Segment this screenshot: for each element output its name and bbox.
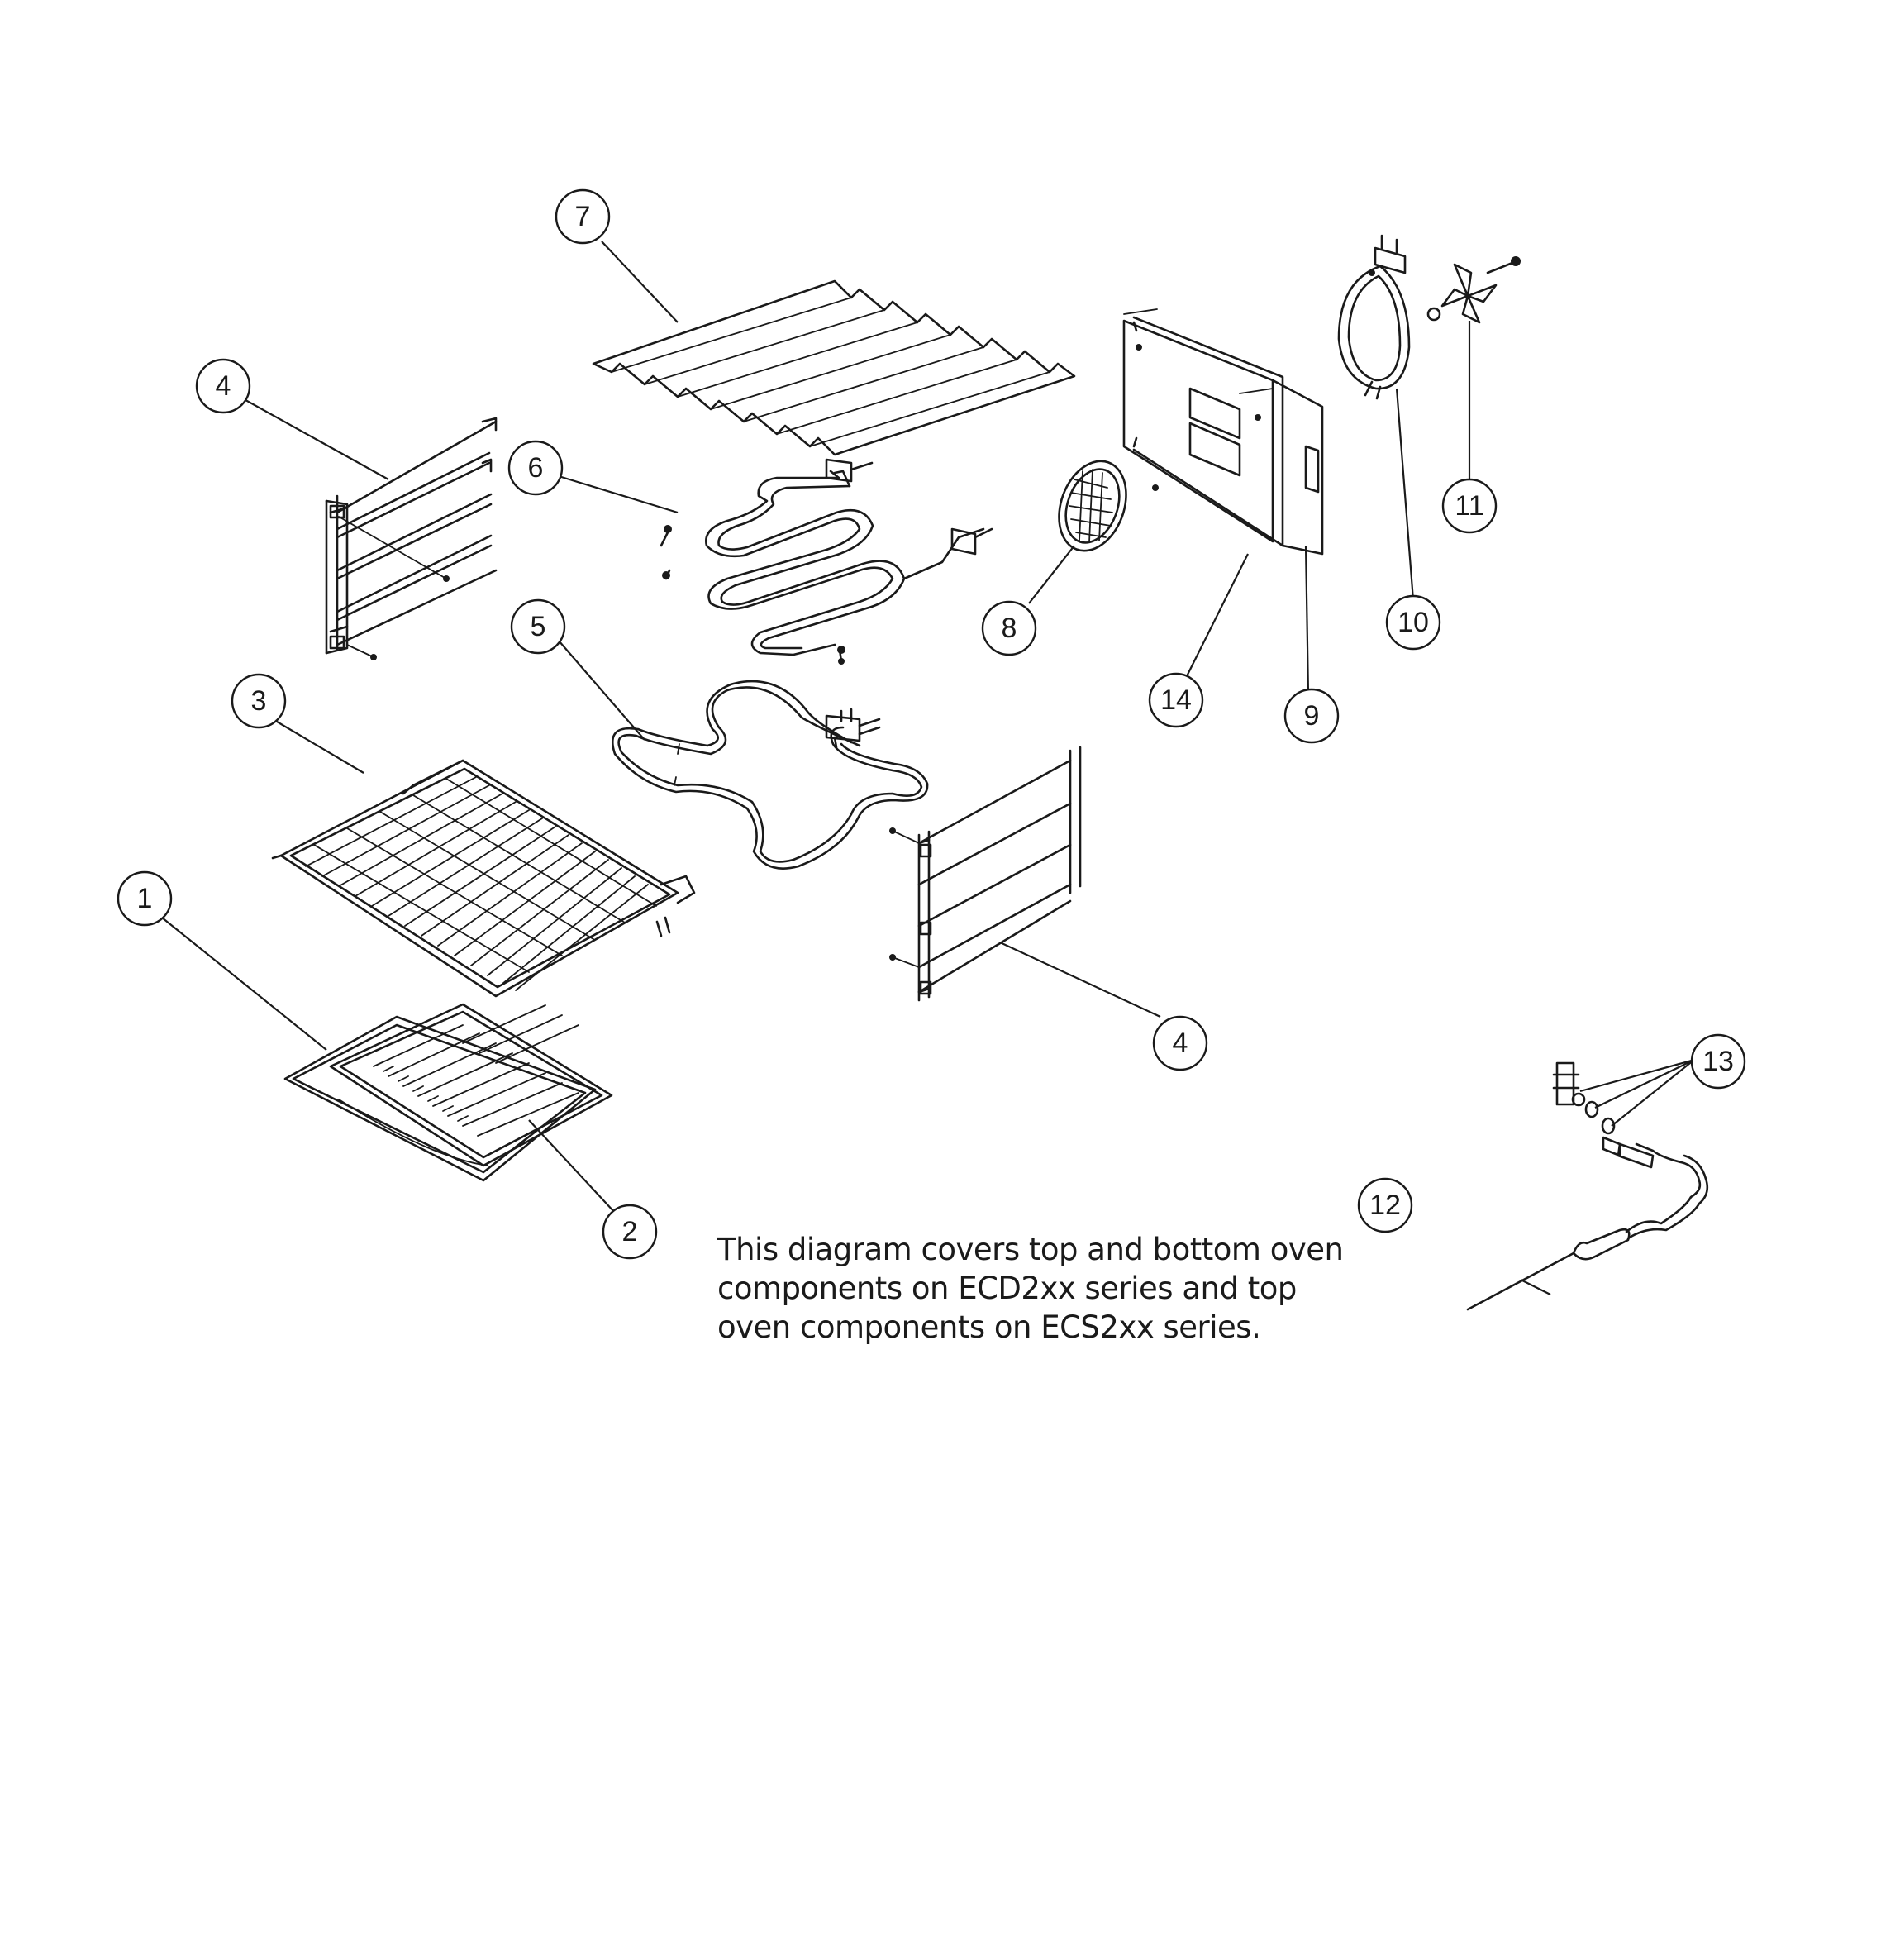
leader-lines [161,241,1695,1295]
callout-5: 5 [510,598,566,655]
part-4-rack-support-right [889,746,1082,1002]
coverage-note: This diagram covers top and bottom oven … [717,1230,1345,1347]
callout-3-number: 3 [251,685,267,717]
callout-12: 12 [1357,1177,1413,1233]
callout-13: 13 [1690,1033,1746,1090]
coverage-note-line-1: This diagram covers top and bottom oven [717,1232,1344,1267]
callout-9-number: 9 [1304,700,1320,732]
callout-3: 3 [231,673,287,729]
callout-11: 11 [1441,478,1498,534]
coverage-note-line-2: components on ECD2xx series and top [717,1271,1297,1306]
part-2-broiler-insert [329,1003,613,1167]
callout-8: 8 [981,600,1037,656]
part-5-bake-element [611,680,929,870]
callout-7: 7 [555,188,611,245]
callout-10: 10 [1385,594,1441,651]
callout-1: 1 [117,870,173,927]
callout-14: 14 [1148,672,1204,728]
coverage-note-line-3: oven components on ECS2xx series. [717,1309,1261,1345]
callout-11-number: 11 [1455,490,1483,522]
callout-9: 9 [1283,688,1340,744]
callout-2-number: 2 [622,1216,638,1247]
callout-6: 6 [507,440,564,496]
part-9-rear-panel [1122,308,1324,556]
callout-4-upper-number: 4 [216,370,231,402]
part-4-rack-support-left [325,417,498,660]
callout-1-number: 1 [137,883,153,914]
part-10-convection-element [1337,234,1411,400]
part-6-broil-element [660,458,993,665]
part-13-probe-jack [1552,1061,1616,1135]
callout-4-lower-number: 4 [1173,1028,1188,1059]
callout-13-number: 13 [1702,1046,1734,1077]
callout-2: 2 [602,1204,658,1260]
part-3-oven-rack [271,759,696,998]
callout-14-number: 14 [1160,684,1192,716]
callout-8-number: 8 [1002,613,1017,644]
part-1-broiler-pan [283,1015,597,1182]
callout-5-number: 5 [531,611,546,642]
callout-6-number: 6 [528,452,544,484]
part-11-fan-blade [1426,256,1521,324]
callout-12-number: 12 [1369,1190,1401,1221]
callout-10-number: 10 [1398,607,1429,638]
part-7-corrugated-baffle [592,279,1076,456]
part-12-meat-probe [1466,1136,1709,1311]
part-8-fan-grill [1058,460,1127,552]
callout-7-number: 7 [575,201,591,232]
callout-4-upper: 4 [195,358,251,414]
callout-4-lower: 4 [1152,1015,1208,1071]
